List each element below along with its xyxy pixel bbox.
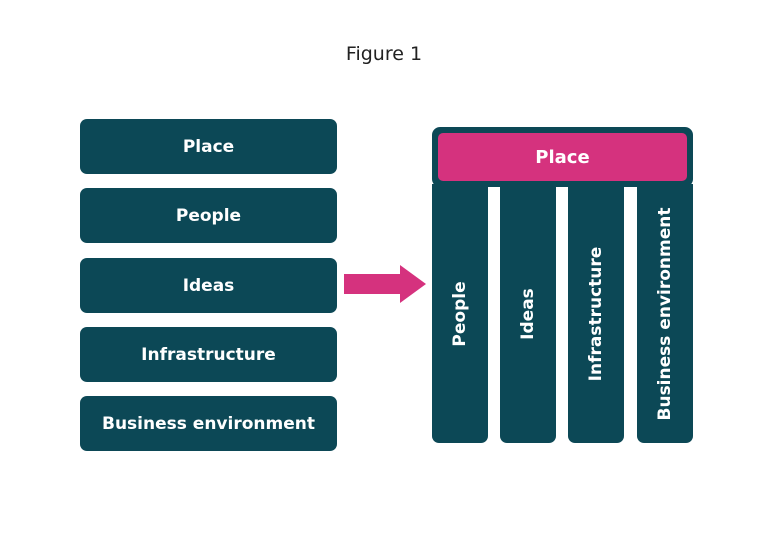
right-arrow-icon	[344, 265, 426, 303]
pillar-ideas: Ideas	[500, 184, 556, 443]
pillar-infrastructure: Infrastructure	[568, 184, 624, 443]
left-box-ideas: Ideas	[80, 258, 337, 313]
left-box-infrastructure: Infrastructure	[80, 327, 337, 382]
left-box-people: People	[80, 188, 337, 243]
pillar-label: Ideas	[518, 287, 538, 340]
figure-title: Figure 1	[345, 43, 423, 65]
pillar-label: People	[450, 280, 470, 347]
pillar-label: Business environment	[655, 207, 675, 420]
pillar-label: Infrastructure	[586, 246, 606, 381]
pillar-business-environment: Business environment	[637, 184, 693, 443]
left-box-place: Place	[80, 119, 337, 174]
roof-place: Place	[438, 133, 687, 181]
left-box-business-environment: Business environment	[80, 396, 337, 451]
pillar-people: People	[432, 184, 488, 443]
